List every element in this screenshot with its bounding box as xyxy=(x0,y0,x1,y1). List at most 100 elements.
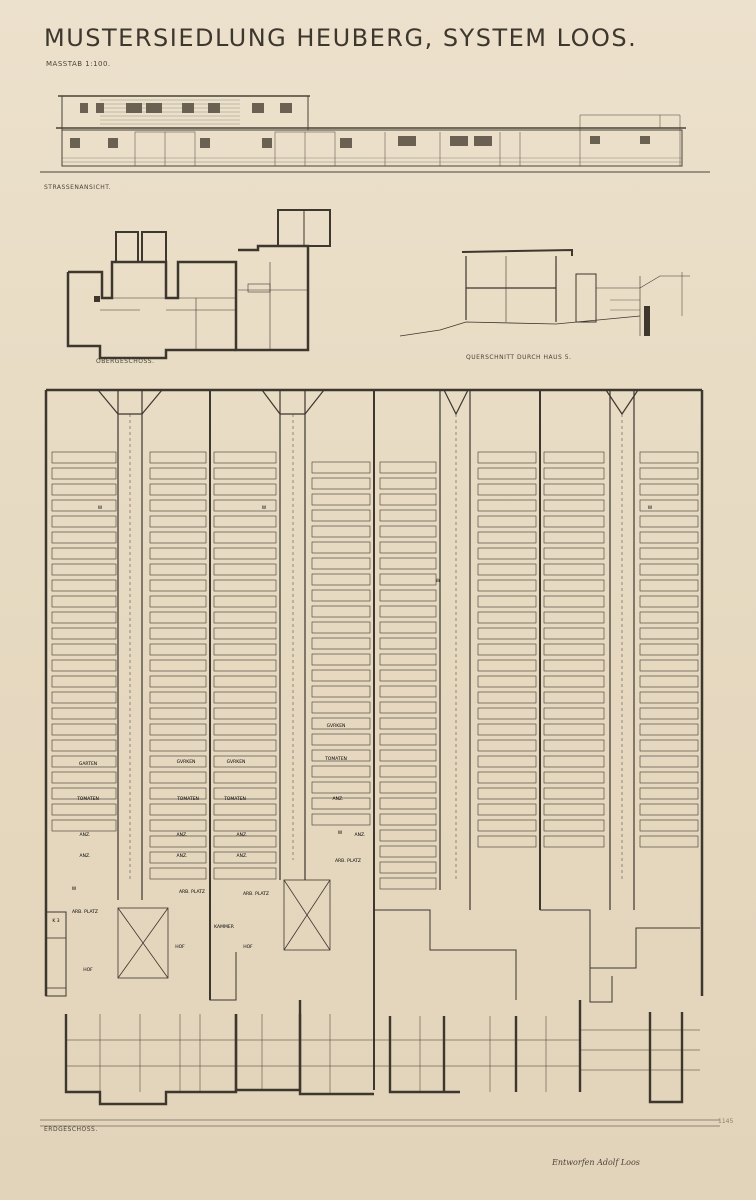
garden-bed-16 xyxy=(51,707,117,720)
garden-bed-66 xyxy=(213,691,277,704)
garden-bed-51 xyxy=(213,451,277,464)
garden-bed-33 xyxy=(149,595,207,608)
garden-bed-156 xyxy=(543,499,605,512)
label-anz-2: ANZ. xyxy=(80,853,91,859)
garden-bed-23 xyxy=(51,819,117,832)
garden-bed-127 xyxy=(379,877,437,890)
garden-bed-90 xyxy=(311,653,371,666)
garden-bed-191 xyxy=(639,659,699,672)
garden-bed-183 xyxy=(639,531,699,544)
label-work-place-4: ARB. PLATZ xyxy=(335,858,361,864)
garden-bed-114 xyxy=(379,669,437,682)
garden-bed-89 xyxy=(311,637,371,650)
garden-bed-106 xyxy=(379,541,437,554)
garden-bed-15 xyxy=(51,691,117,704)
garden-bed-138 xyxy=(477,611,537,624)
label-anz-1: ANZ. xyxy=(80,832,91,838)
garden-bed-181 xyxy=(639,499,699,512)
garden-bed-108 xyxy=(379,573,437,586)
garden-bed-170 xyxy=(543,723,605,736)
garden-bed-151 xyxy=(477,819,537,832)
garden-bed-142 xyxy=(477,675,537,688)
garden-bed-162 xyxy=(543,595,605,608)
label-w-6: W xyxy=(338,830,343,836)
garden-bed-30 xyxy=(149,547,207,560)
garden-bed-189 xyxy=(639,627,699,640)
garden-bed-152 xyxy=(477,835,537,848)
garden-bed-0 xyxy=(51,451,117,464)
garden-bed-160 xyxy=(543,563,605,576)
garden-bed-76 xyxy=(213,851,277,864)
garden-bed-158 xyxy=(543,531,605,544)
garden-bed-87 xyxy=(311,605,371,618)
garden-bed-29 xyxy=(149,531,207,544)
garden-bed-115 xyxy=(379,685,437,698)
garden-bed-1 xyxy=(51,467,117,480)
garden-bed-4 xyxy=(51,515,117,528)
garden-bed-58 xyxy=(213,563,277,576)
garden-bed-31 xyxy=(149,563,207,576)
garden-bed-201 xyxy=(639,819,699,832)
garden-bed-136 xyxy=(477,579,537,592)
garden-bed-187 xyxy=(639,595,699,608)
garden-bed-32 xyxy=(149,579,207,592)
garden-bed-50 xyxy=(149,867,207,880)
garden-bed-43 xyxy=(149,755,207,768)
garden-bed-137 xyxy=(477,595,537,608)
label-courtyard-1: HOF xyxy=(83,967,93,973)
garden-bed-97 xyxy=(311,765,371,778)
garden-bed-60 xyxy=(213,595,277,608)
garden-bed-92 xyxy=(311,685,371,698)
section-house-5 xyxy=(399,248,690,337)
garden-bed-103 xyxy=(379,493,437,506)
scale-note: MASSTAB 1:100. xyxy=(46,60,111,68)
label-cucumbers-1: GVRKEN xyxy=(177,759,196,765)
garden-bed-35 xyxy=(149,627,207,640)
label-street-view: STRASSENANSICHT. xyxy=(44,184,112,191)
label-ground-floor: ERDGESCHOSS. xyxy=(44,1126,98,1133)
garden-bed-80 xyxy=(311,493,371,506)
garden-bed-157 xyxy=(543,515,605,528)
garden-bed-12 xyxy=(51,643,117,656)
garden-bed-131 xyxy=(477,499,537,512)
garden-bed-194 xyxy=(639,707,699,720)
street-elevation xyxy=(40,95,710,173)
garden-bed-99 xyxy=(311,797,371,810)
garden-bed-53 xyxy=(213,483,277,496)
garden-bed-28 xyxy=(149,515,207,528)
garden-bed-155 xyxy=(543,483,605,496)
label-upper-floor: OBERGESCHOSS. xyxy=(96,358,155,365)
garden-bed-67 xyxy=(213,707,277,720)
garden-bed-120 xyxy=(379,765,437,778)
garden-bed-111 xyxy=(379,621,437,634)
garden-bed-126 xyxy=(379,861,437,874)
garden-bed-190 xyxy=(639,643,699,656)
garden-bed-195 xyxy=(639,723,699,736)
garden-bed-182 xyxy=(639,515,699,528)
garden-bed-18 xyxy=(51,739,117,752)
garden-bed-81 xyxy=(311,509,371,522)
garden-bed-199 xyxy=(639,787,699,800)
garden-bed-27 xyxy=(149,499,207,512)
garden-bed-147 xyxy=(477,755,537,768)
garden-bed-13 xyxy=(51,659,117,672)
garden-bed-177 xyxy=(543,835,605,848)
label-chambers: KAMMER xyxy=(214,924,234,930)
garden-bed-193 xyxy=(639,691,699,704)
garden-bed-83 xyxy=(311,541,371,554)
garden-bed-44 xyxy=(149,771,207,784)
garden-bed-61 xyxy=(213,611,277,624)
garden-bed-45 xyxy=(149,787,207,800)
garden-bed-78 xyxy=(311,461,371,474)
label-anz-3: ANZ. xyxy=(177,832,188,838)
garden-bed-118 xyxy=(379,733,437,746)
garden-bed-24 xyxy=(149,451,207,464)
garden-bed-119 xyxy=(379,749,437,762)
garden-bed-85 xyxy=(311,573,371,586)
garden-bed-184 xyxy=(639,547,699,560)
garden-bed-88 xyxy=(311,621,371,634)
label-section: QUERSCHNITT DURCH HAUS 5. xyxy=(466,354,572,361)
label-k3: K 3 xyxy=(52,918,59,924)
garden-bed-20 xyxy=(51,771,117,784)
